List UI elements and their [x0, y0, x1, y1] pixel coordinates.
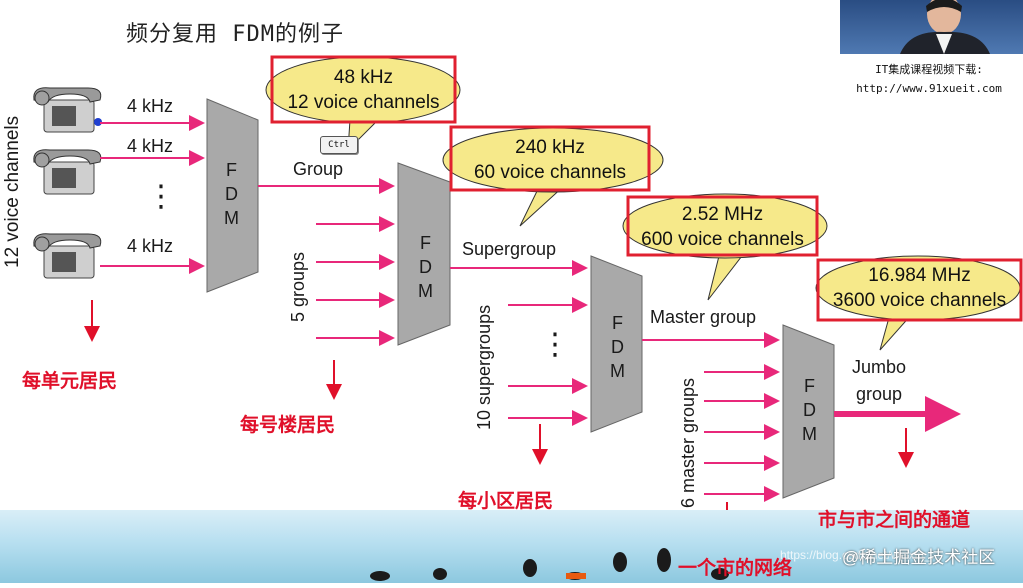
callout-2-freq: 240 kHz	[515, 137, 585, 158]
course-download-label: IT集成课程视频下载:	[875, 63, 983, 76]
group-label-2: group	[856, 384, 903, 404]
callout-1-text: 48 kHz 12 voice channels	[272, 65, 455, 115]
ctrl-key-icon: Ctrl	[320, 136, 358, 154]
annotation-unit-residents: 每单元居民	[22, 370, 118, 392]
mux4-m: M	[802, 424, 817, 444]
telephone-icon	[33, 233, 102, 279]
callout-4-channels: 3600 voice channels	[832, 290, 1007, 311]
input-4khz-label: 4 kHz	[127, 96, 174, 116]
annotation-district-residents: 每小区居民	[458, 490, 554, 512]
callout-1-channels: 12 voice channels	[287, 92, 440, 113]
callout-bubble-4	[815, 255, 1023, 351]
callout-2-channels: 60 voice channels	[473, 162, 627, 183]
ellipsis-dots: ⋮	[146, 180, 176, 213]
presenter-video	[840, 0, 1023, 54]
callout-3-text: 2.52 MHz 600 voice channels	[628, 202, 817, 252]
telephone-icon	[33, 87, 102, 133]
slide-title: 频分复用 FDM的例子	[126, 22, 344, 47]
callout-1-freq: 48 kHz	[333, 67, 394, 88]
mux4-f: F	[804, 376, 815, 396]
background-photo	[0, 510, 1023, 583]
mux3-d: D	[611, 337, 624, 357]
input-4khz-label: 4 kHz	[127, 136, 174, 156]
annotation-city-network: 一个市的网络	[678, 557, 793, 579]
annotation-building-residents: 每号楼居民	[240, 414, 336, 436]
csdn-watermark: https://blog.csdn.net/weixin_...	[780, 548, 941, 562]
mux2-f: F	[420, 233, 431, 253]
juejin-community-label: @稀土掘金技术社区	[842, 548, 996, 567]
input-4khz-label: 4 kHz	[127, 236, 174, 256]
course-url: http://www.91xueit.com	[856, 82, 1002, 95]
master-group-label: Master group	[650, 307, 757, 327]
telephone-icon	[33, 149, 102, 195]
mux1-f: F	[226, 160, 237, 180]
mux3-f: F	[612, 313, 623, 333]
callout-4-freq: 16.984 MHz	[868, 265, 971, 286]
callout-4-text: 16.984 MHz 3600 voice channels	[818, 263, 1021, 313]
stage4-vertical-label: 6 master groups	[678, 377, 698, 508]
ellipsis-dots: ⋮	[540, 328, 570, 361]
stage2-input-arrows	[316, 216, 395, 346]
group-label: Group	[293, 159, 344, 179]
mux4-d: D	[803, 400, 816, 420]
course-site-text: IT集成课程视频下载: http://www.91xueit.com	[838, 60, 1020, 98]
callout-2-text: 240 kHz 60 voice channels	[451, 135, 649, 185]
fdm-mux-2	[397, 162, 451, 346]
presenter-avatar-icon	[900, 0, 990, 54]
callout-bubble-3	[622, 193, 828, 301]
callout-bubble-2	[442, 125, 664, 227]
mux1-d: D	[225, 184, 238, 204]
fdm-mux-1	[206, 98, 259, 293]
mux3-m: M	[610, 361, 625, 381]
callout-3-channels: 600 voice channels	[641, 229, 804, 250]
stage1-input-arrows	[100, 115, 205, 274]
stage2-vertical-label: 5 groups	[288, 251, 308, 322]
stage3-vertical-label: 10 supergroups	[474, 304, 494, 430]
fdm-mux-3	[590, 255, 643, 433]
mux2-d: D	[419, 257, 432, 277]
mux1-m: M	[224, 208, 239, 228]
jumbo-label: Jumbo	[852, 357, 907, 377]
people-silhouette-icon	[370, 548, 729, 581]
fdm-mux-4	[782, 324, 835, 499]
annotation-intercity-channel: 市与市之间的通道	[818, 509, 971, 531]
callout-3-freq: 2.52 MHz	[681, 204, 764, 225]
mux2-m: M	[418, 281, 433, 301]
stage3-input-arrows	[508, 297, 588, 426]
stage1-vertical-label: 12 voice channels	[2, 115, 23, 268]
supergroup-label: Supergroup	[462, 239, 557, 259]
stage4-input-arrows	[704, 364, 780, 502]
